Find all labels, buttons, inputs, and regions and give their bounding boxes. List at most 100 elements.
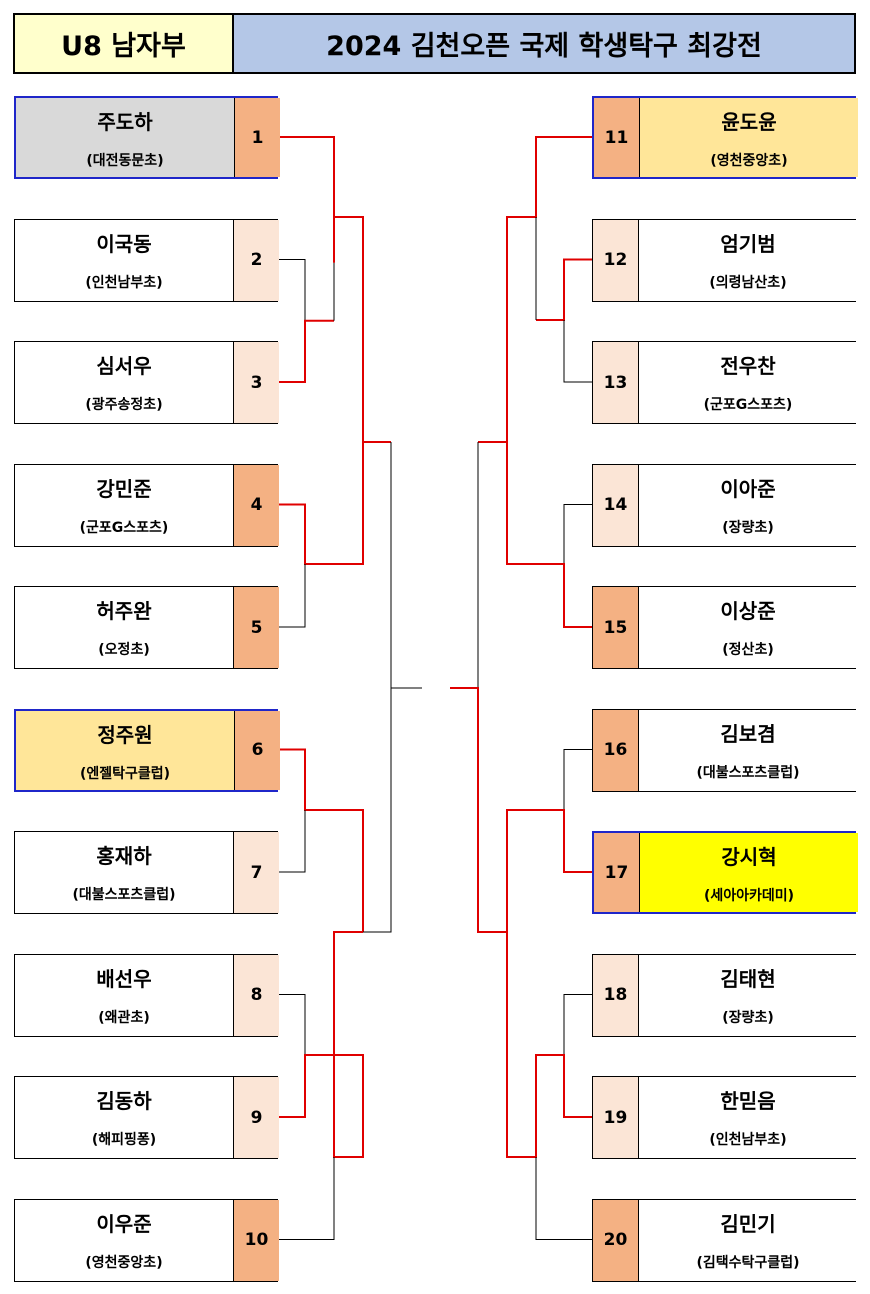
seed-number: 1 bbox=[234, 98, 280, 177]
player-entry-6: 정주원(엔젤탁구클럽)6 bbox=[14, 708, 280, 792]
bracket-line-winner bbox=[334, 216, 391, 443]
player-club: (대전동문초) bbox=[86, 153, 164, 169]
player-name-cell: 강민준 (군포G스포츠) bbox=[15, 464, 233, 546]
player-club: (김택수탁구클럽) bbox=[696, 1254, 800, 1271]
player-club: (장량초) bbox=[722, 1009, 774, 1026]
player-name-cell: 윤도윤(영천중앙초) bbox=[640, 98, 858, 177]
player-name-cell: 김보겸 (대불스포츠클럽) bbox=[639, 709, 857, 791]
player-entry-1: 주도하(대전동문초)1 bbox=[14, 96, 280, 179]
bracket-line bbox=[390, 442, 422, 689]
player-entry-7: 홍재하 (대불스포츠클럽) 7 bbox=[14, 831, 279, 914]
seed-number: 9 bbox=[233, 1077, 279, 1158]
seed-number: 20 bbox=[593, 1199, 639, 1281]
bracket-line-winner bbox=[278, 442, 364, 565]
bracket-line-winner bbox=[278, 748, 364, 932]
bracket-line-winner bbox=[536, 258, 592, 321]
seed-number: 16 bbox=[593, 709, 639, 791]
player-entry-13: 전우찬(군포G스포츠)13 bbox=[592, 341, 857, 424]
player-name: 홍재하 bbox=[96, 844, 152, 868]
player-name: 김민기 bbox=[720, 1211, 776, 1236]
player-name-cell: 김민기 (김택수탁구클럽) bbox=[639, 1199, 857, 1281]
player-name-cell: 주도하(대전동문초) bbox=[16, 98, 234, 177]
player-name-cell: 강시혁(세아아카데미) bbox=[640, 833, 858, 912]
bracket-line bbox=[563, 994, 592, 1115]
player-club: (영천중앙초) bbox=[85, 1254, 163, 1271]
player-name: 윤도윤 bbox=[721, 110, 777, 134]
player-entry-2: 이국동 (인천남부초) 2 bbox=[14, 218, 279, 302]
player-name: 배선우 bbox=[96, 966, 152, 991]
player-entry-11: 윤도윤(영천중앙초)11 bbox=[592, 96, 858, 179]
player-entry-18: 김태현 (장량초) 18 bbox=[592, 953, 857, 1037]
player-club: (대불스포츠클럽) bbox=[72, 887, 176, 903]
bracket-line bbox=[278, 259, 306, 321]
player-club: (장량초) bbox=[722, 519, 774, 536]
seed-number: 19 bbox=[593, 1077, 639, 1158]
player-name: 정주원 bbox=[97, 722, 153, 747]
player-name: 이아준 bbox=[720, 476, 776, 501]
player-entry-9: 김동하(해피핑퐁)9 bbox=[14, 1076, 279, 1159]
seed-number: 7 bbox=[233, 832, 279, 913]
seed-number: 10 bbox=[233, 1199, 279, 1281]
division-header: U8 남자부 bbox=[13, 13, 234, 74]
player-name: 강민준 bbox=[96, 476, 152, 501]
bracket-line bbox=[535, 1157, 592, 1240]
player-entry-5: 허주완 (오정초) 5 bbox=[14, 586, 279, 669]
player-club: (오정초) bbox=[98, 642, 150, 658]
seed-number: 4 bbox=[233, 464, 279, 546]
player-name-cell: 허주완 (오정초) bbox=[15, 587, 233, 668]
bracket-line bbox=[563, 320, 592, 383]
bracket-line-winner bbox=[478, 136, 592, 443]
player-name: 이국동 bbox=[96, 231, 152, 256]
seed-number: 12 bbox=[593, 219, 639, 301]
player-name: 엄기범 bbox=[720, 231, 776, 256]
bracket-line-winner bbox=[506, 932, 592, 1158]
player-name-cell: 홍재하 (대불스포츠클럽) bbox=[15, 832, 233, 913]
bracket-line bbox=[363, 688, 392, 933]
player-name-cell: 이국동 (인천남부초) bbox=[15, 219, 233, 301]
seed-number: 13 bbox=[593, 342, 639, 423]
player-entry-14: 이아준 (장량초) 14 bbox=[592, 463, 857, 547]
player-club: (군포G스포츠) bbox=[79, 519, 169, 536]
seed-number: 2 bbox=[233, 219, 279, 301]
bracket-line bbox=[278, 994, 306, 1055]
player-club: (왜관초) bbox=[98, 1009, 150, 1026]
player-club: (의령남산초) bbox=[709, 274, 787, 291]
player-entry-17: 강시혁(세아아카데미)17 bbox=[592, 831, 858, 914]
tournament-title-header: 2024 김천오픈 국제 학생탁구 최강전 bbox=[232, 13, 856, 74]
player-entry-12: 엄기범 (의령남산초) 12 bbox=[592, 218, 857, 302]
player-name: 심서우 bbox=[96, 354, 152, 378]
seed-number: 14 bbox=[593, 464, 639, 546]
player-name: 강시혁 bbox=[721, 845, 777, 869]
player-entry-20: 김민기 (김택수탁구클럽) 20 bbox=[592, 1198, 857, 1282]
tournament-title: 2024 김천오픈 국제 학생탁구 최강전 bbox=[326, 31, 762, 62]
bracket-line bbox=[278, 810, 306, 873]
bracket-line bbox=[278, 564, 306, 628]
bracket-line-winner bbox=[278, 931, 364, 1158]
player-entry-8: 배선우(왜관초)8 bbox=[14, 953, 279, 1037]
bracket-line-winner bbox=[278, 319, 334, 383]
player-name-cell: 배선우 (왜관초) bbox=[15, 954, 233, 1036]
player-name: 김보겸 bbox=[720, 721, 776, 746]
player-name: 허주완 bbox=[96, 599, 152, 623]
bracket-line-winner bbox=[450, 687, 592, 933]
player-club: (대불스포츠클럽) bbox=[696, 764, 800, 781]
seed-number: 5 bbox=[233, 587, 279, 668]
division-label: U8 남자부 bbox=[61, 31, 186, 62]
player-entry-4: 강민준 (군포G스포츠) 4 bbox=[14, 463, 279, 547]
player-name-cell: 김태현 (장량초) bbox=[639, 954, 857, 1036]
player-club: (인천남부초) bbox=[709, 1132, 787, 1148]
player-entry-16: 김보겸 (대불스포츠클럽) 16 bbox=[592, 708, 857, 792]
player-name-cell: 정주원(엔젤탁구클럽) bbox=[16, 710, 234, 790]
player-entry-15: 이상준(정산초)15 bbox=[592, 586, 857, 669]
seed-number: 18 bbox=[593, 954, 639, 1036]
player-name-cell: 이아준 (장량초) bbox=[639, 464, 857, 546]
player-entry-10: 이우준(영천중앙초)10 bbox=[14, 1198, 279, 1282]
player-entry-3: 심서우(광주송정초)3 bbox=[14, 341, 279, 424]
player-name: 전우찬 bbox=[720, 354, 776, 378]
player-name-cell: 김동하(해피핑퐁) bbox=[15, 1077, 233, 1158]
player-club: (해피핑퐁) bbox=[91, 1132, 157, 1148]
player-club: (인천남부초) bbox=[85, 274, 163, 291]
player-name: 김태현 bbox=[720, 966, 776, 991]
seed-number: 6 bbox=[234, 710, 280, 790]
